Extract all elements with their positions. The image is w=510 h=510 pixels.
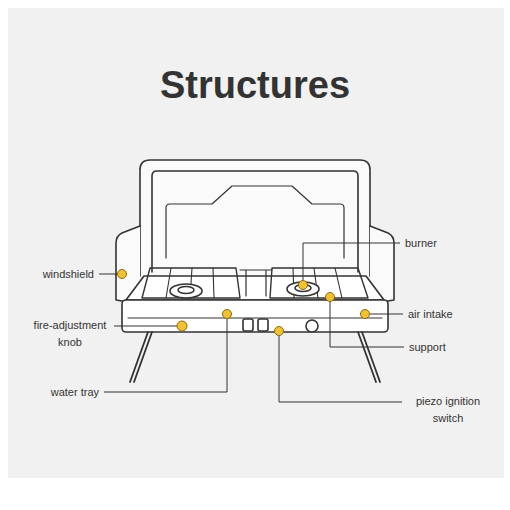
part-label: water tray bbox=[51, 384, 99, 401]
leader-line bbox=[114, 326, 177, 327]
grate-bar bbox=[213, 268, 214, 298]
knob-right bbox=[306, 320, 318, 332]
part-label: air intake bbox=[408, 306, 453, 323]
leg-left bbox=[130, 332, 152, 382]
callout-dot bbox=[299, 281, 308, 290]
valve-block bbox=[243, 319, 253, 331]
leader-line bbox=[370, 314, 403, 315]
part-label: piezo ignition switch bbox=[406, 393, 490, 427]
valve-block bbox=[258, 319, 268, 331]
lid-emboss bbox=[166, 186, 344, 258]
part-label: windshield bbox=[43, 266, 94, 283]
burner-left-cap bbox=[178, 287, 194, 294]
front-panel bbox=[122, 300, 388, 332]
leader-line bbox=[330, 302, 404, 347]
burner-left bbox=[170, 284, 202, 298]
grate-bar bbox=[335, 268, 342, 298]
part-label: burner bbox=[405, 235, 437, 252]
callout-dot bbox=[118, 270, 127, 279]
callout-dot bbox=[275, 327, 284, 336]
callout-dot bbox=[223, 310, 232, 319]
callout-dot bbox=[177, 321, 187, 331]
center-bracket bbox=[240, 270, 272, 296]
title: Structures bbox=[160, 64, 350, 107]
part-label: support bbox=[409, 339, 446, 356]
cook-top bbox=[126, 276, 384, 300]
part-label: fire-adjustment knob bbox=[24, 317, 116, 351]
leader-line bbox=[104, 319, 227, 392]
leader-line bbox=[99, 274, 117, 275]
callout-dot bbox=[361, 310, 370, 319]
panel-line bbox=[128, 318, 382, 319]
leader-line bbox=[303, 243, 400, 280]
leg-right bbox=[358, 332, 380, 382]
lid-inner bbox=[152, 171, 358, 272]
lid bbox=[140, 160, 370, 276]
support-grate bbox=[142, 268, 368, 298]
callout-dot bbox=[326, 293, 335, 302]
leader-line bbox=[279, 336, 402, 402]
